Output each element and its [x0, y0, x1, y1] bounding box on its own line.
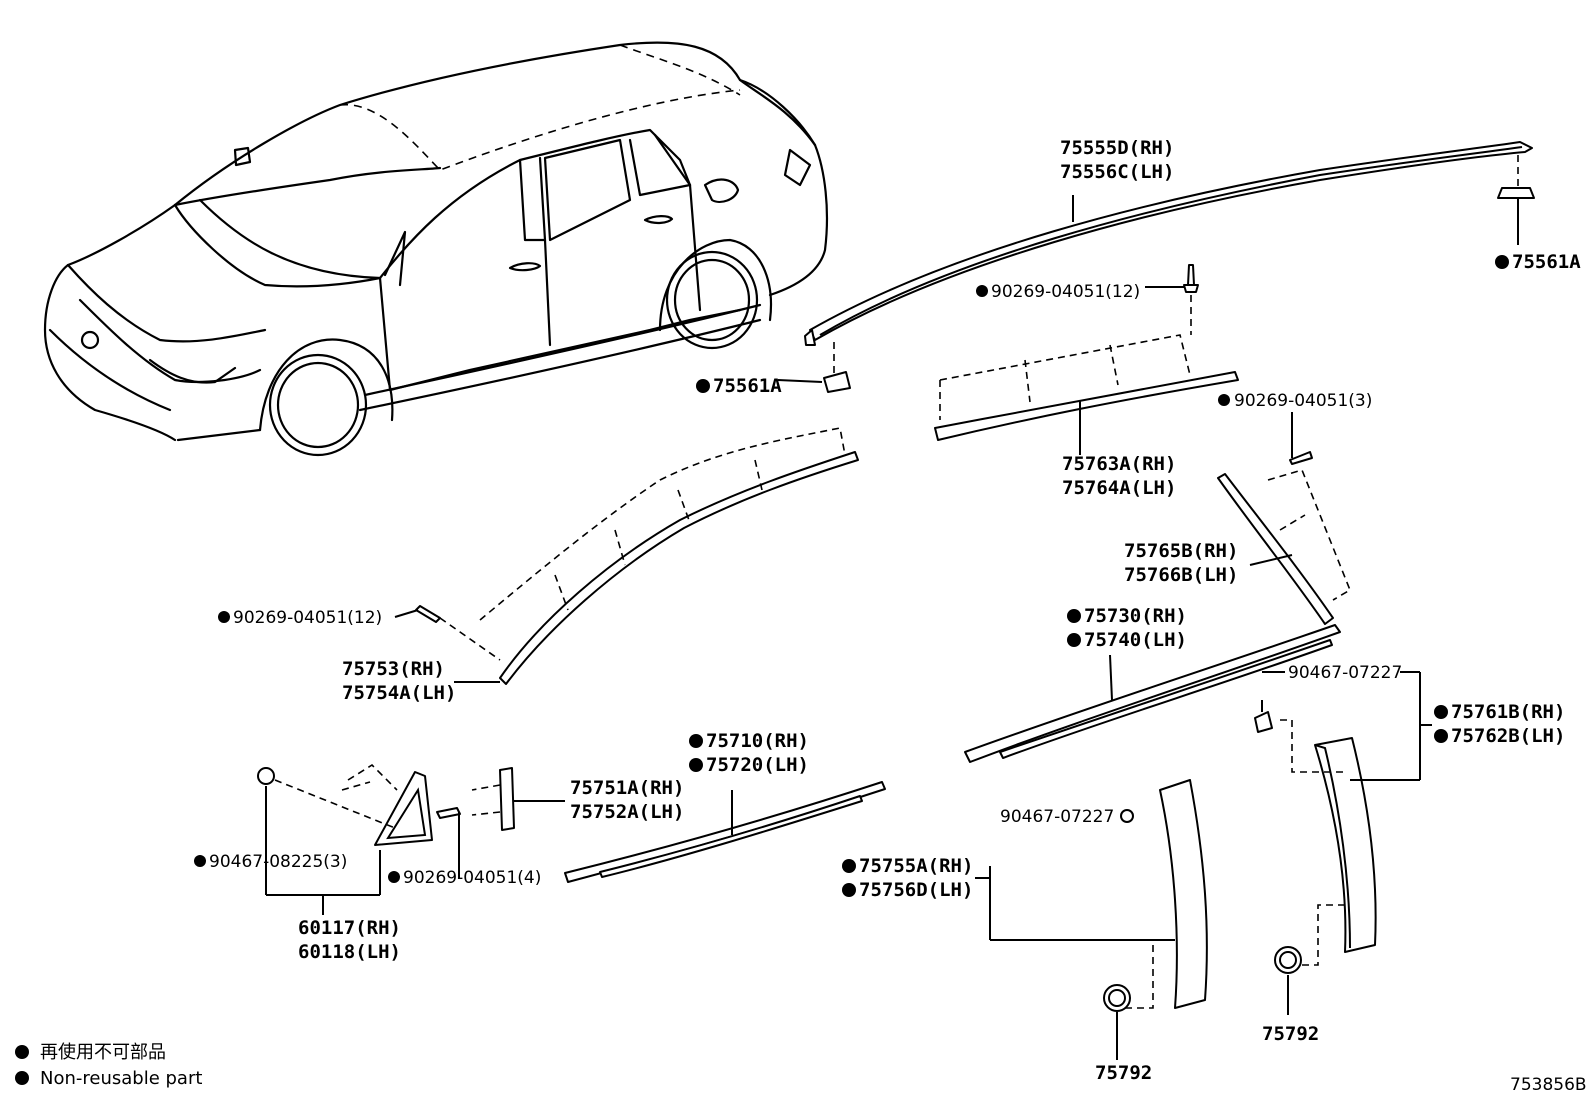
label-upper-molding-rh: 75763A(RH) — [1062, 453, 1176, 475]
label-rear-garnish-lh: 75762B(LH) — [1451, 725, 1565, 747]
label-center-garnish-lh: 75756D(LH) — [859, 879, 973, 901]
center-pillar-garnish — [975, 779, 1208, 1060]
screw-roof — [1145, 264, 1199, 335]
label-rear-pillar-rh: 75765B(RH) — [1124, 540, 1238, 562]
label-belt-rear-lh: 75740(LH) — [1084, 629, 1187, 651]
roof-molding — [804, 141, 1533, 346]
windshield-molding — [439, 427, 859, 685]
screw-front — [394, 605, 441, 623]
label-front-pillar-lh: 75752A(LH) — [570, 801, 684, 823]
label-belt-front-lh: 75720(LH) — [706, 754, 809, 776]
non-reusable-mark — [388, 871, 400, 883]
label-belt-rear-rh: 75730(RH) — [1084, 605, 1187, 627]
non-reusable-mark — [842, 859, 856, 873]
label-rear-pillar-lh: 75766B(LH) — [1124, 564, 1238, 586]
label-clip-upper-3: 90269-04051(3) — [1234, 391, 1372, 411]
non-reusable-mark — [1218, 394, 1230, 406]
non-reusable-mark — [842, 883, 856, 897]
non-reusable-mark — [1067, 633, 1081, 647]
label-windshield-rh: 75753(RH) — [342, 658, 445, 680]
non-reusable-mark — [689, 734, 703, 748]
mirror-cover — [257, 763, 433, 915]
non-reusable-mark — [218, 611, 230, 623]
label-clip-front-12: 90269-04051(12) — [233, 608, 382, 628]
label-clip-pillar-4: 90269-04051(4) — [403, 868, 541, 888]
non-reusable-mark — [194, 855, 206, 867]
label-clip-front: 75561A — [713, 375, 782, 397]
non-reusable-mark — [696, 379, 710, 393]
non-reusable-mark — [1495, 255, 1509, 269]
rear-pillar-garnish — [1254, 671, 1432, 1015]
legend: 再使用不可部品 Non-reusable part — [15, 1042, 202, 1089]
label-belt-front-rh: 75710(RH) — [706, 730, 809, 752]
rear-pillar-molding — [1217, 412, 1351, 625]
non-reusable-mark — [1067, 609, 1081, 623]
non-reusable-mark — [1434, 705, 1448, 719]
legend-symbol-icon — [15, 1045, 29, 1059]
callout-labels: 75555D(RH) 75556C(LH) 75561A 90269-04051… — [194, 137, 1587, 1095]
label-mirror-cover-lh: 60118(LH) — [298, 941, 401, 963]
front-belt-molding — [564, 781, 886, 883]
screw-pillar — [436, 807, 461, 878]
label-clip-08225: 90467-08225(3) — [209, 852, 347, 872]
rear-belt-molding — [964, 624, 1341, 763]
legend-japanese: 再使用不可部品 — [40, 1042, 166, 1063]
non-reusable-mark — [1434, 729, 1448, 743]
clip-front — [777, 342, 851, 393]
non-reusable-mark — [689, 758, 703, 772]
label-upper-molding-lh: 75764A(LH) — [1062, 477, 1176, 499]
label-windshield-lh: 75754A(LH) — [342, 682, 456, 704]
label-grommet-b: 75792 — [1262, 1023, 1319, 1045]
diagram-code: 753856B — [1510, 1075, 1587, 1095]
label-roof-molding-lh: 75556C(LH) — [1060, 161, 1174, 183]
label-grommet-a: 75792 — [1095, 1062, 1152, 1084]
label-roof-molding-rh: 75555D(RH) — [1060, 137, 1174, 159]
legend-symbol-icon — [15, 1071, 29, 1085]
legend-english: Non-reusable part — [40, 1068, 202, 1089]
label-clip-roof-12: 90269-04051(12) — [991, 282, 1140, 302]
label-nut-a: 90467-07227 — [1288, 663, 1402, 683]
label-center-garnish-rh: 75755A(RH) — [859, 855, 973, 877]
label-nut-b: 90467-07227 — [1000, 807, 1114, 827]
label-clip-rear: 75561A — [1512, 251, 1581, 273]
vehicle-illustration — [43, 41, 829, 457]
clip-rear — [1497, 155, 1535, 245]
upper-door-molding — [934, 334, 1239, 455]
non-reusable-mark — [976, 285, 988, 297]
label-rear-garnish-rh: 75761B(RH) — [1451, 701, 1565, 723]
front-pillar-garnish — [471, 767, 565, 831]
label-mirror-cover-rh: 60117(RH) — [298, 917, 401, 939]
label-front-pillar-rh: 75751A(RH) — [570, 777, 684, 799]
